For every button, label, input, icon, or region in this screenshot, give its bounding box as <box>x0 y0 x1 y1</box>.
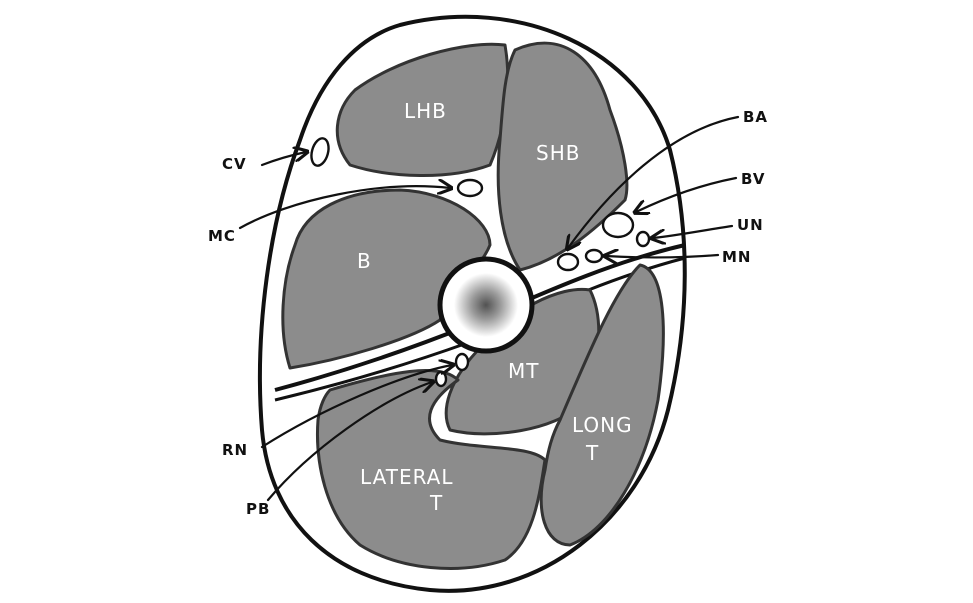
label-lhb: LHB <box>404 99 447 123</box>
arrow-cv <box>260 152 306 167</box>
muscle-lhb <box>335 42 510 177</box>
vessel-pb <box>434 370 448 388</box>
label-mt: MT <box>508 359 539 383</box>
label-rn: RN <box>222 441 248 459</box>
muscle-lateral-t <box>316 369 547 570</box>
vessel-bv <box>601 211 635 239</box>
vessel-rn <box>454 352 470 372</box>
label-lateral-t-line2: T <box>429 491 443 515</box>
arrow-rn <box>260 365 452 449</box>
vessel-cv <box>310 137 330 167</box>
label-cv: CV <box>222 155 247 173</box>
arrow-un <box>653 224 734 238</box>
humerus-marrow <box>454 273 518 337</box>
vessel-mc <box>456 178 484 198</box>
label-lateral-t-line1: LATERAL <box>360 465 454 489</box>
arrow-pb <box>266 382 432 502</box>
vessel-ba <box>556 252 580 272</box>
arrow-mn <box>606 255 720 257</box>
vessel-un <box>635 230 651 248</box>
arrow-mc <box>238 186 450 230</box>
label-long-t-line1: LONG <box>572 413 633 437</box>
label-pb: PB <box>246 500 270 518</box>
label-long-t-line2: T <box>585 441 599 465</box>
arrow-bv <box>636 176 738 212</box>
vessel-mn <box>584 248 604 264</box>
label-ba: BA <box>743 108 768 126</box>
arrow-ba <box>568 115 740 248</box>
label-b: B <box>357 249 372 273</box>
label-shb: SHB <box>536 141 580 165</box>
label-un: UN <box>737 216 764 234</box>
label-mn: MN <box>722 248 751 266</box>
label-mc: MC <box>208 227 236 245</box>
label-bv: BV <box>741 170 765 188</box>
